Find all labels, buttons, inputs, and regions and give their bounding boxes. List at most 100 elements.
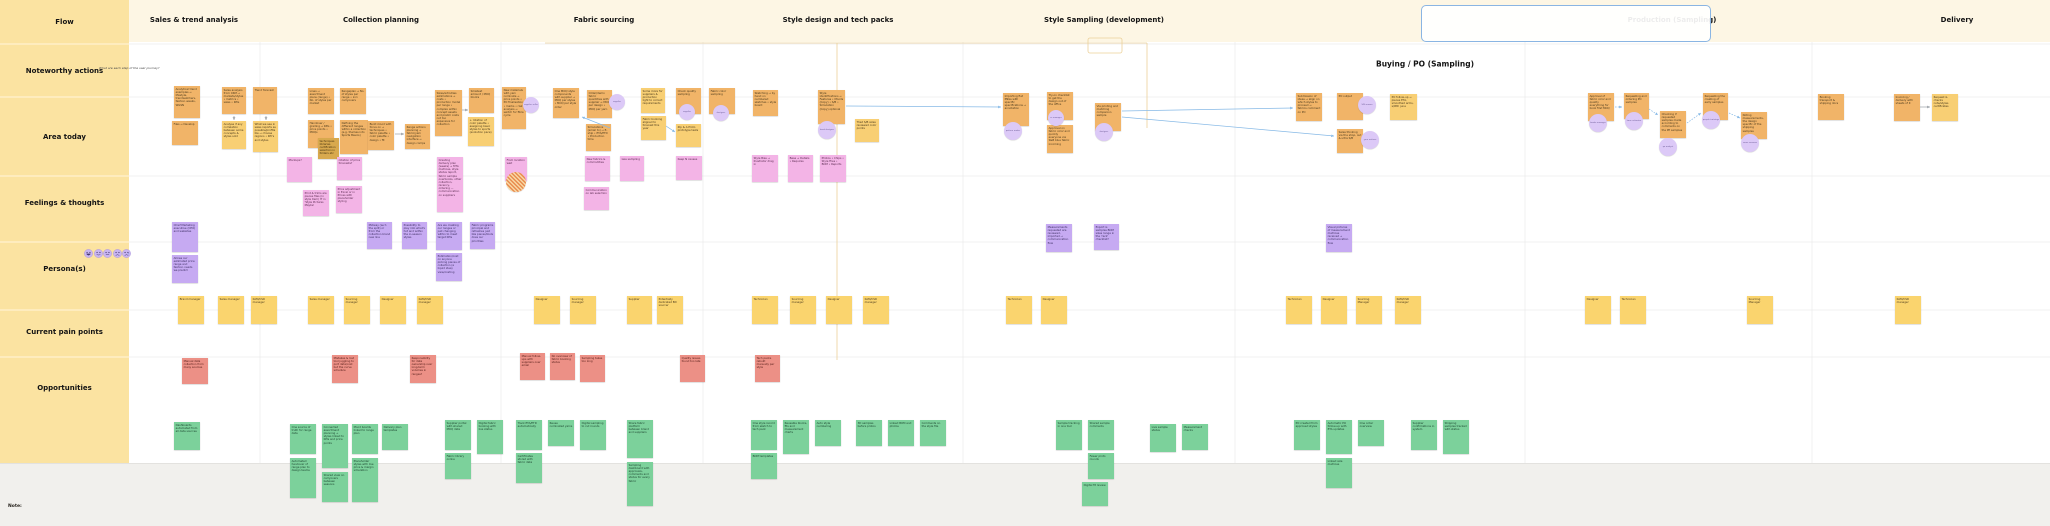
role-circle[interactable]: supplier	[609, 94, 625, 110]
sticky-note[interactable]: One source of truth for range data	[290, 424, 316, 454]
sticky-note[interactable]: Sourcing manager	[790, 296, 816, 324]
sticky-note[interactable]: Share fabric platform between brand and …	[627, 420, 653, 458]
emoji-face-frown[interactable]	[112, 248, 122, 258]
sticky-note[interactable]: KAM/CSR manager	[251, 296, 277, 324]
sticky-note[interactable]: Manual data collection from many sources	[182, 358, 208, 384]
striped-circle[interactable]	[506, 172, 526, 192]
sticky-note[interactable]: Sourcing manager	[344, 296, 370, 324]
emoji-face-cry[interactable]	[122, 248, 132, 258]
emoji-face-smile[interactable]	[93, 248, 103, 258]
sticky-note[interactable]: Quality issues found too late	[680, 355, 705, 382]
sticky-note[interactable]: Creating delivery plan (weeks) → MTA mat…	[437, 157, 463, 212]
sticky-note[interactable]: Certificates stored with fabric data	[516, 453, 542, 483]
emoji-face-laugh[interactable]	[84, 248, 93, 258]
role-circle[interactable]: qa analyst	[1659, 138, 1677, 156]
sticky-note[interactable]: Technician	[1286, 296, 1312, 324]
sticky-note[interactable]: Linked size matrices	[1326, 458, 1352, 488]
sticky-note[interactable]: Technician	[1006, 296, 1032, 324]
sticky-note[interactable]: Placeholder styles with live price & mar…	[352, 458, 378, 502]
sticky-note[interactable]: KAM/CSR manager	[417, 296, 443, 324]
sticky-note[interactable]: Style Bias → Illustrator drag in	[752, 155, 778, 182]
sticky-note[interactable]: Fabric library online	[445, 453, 471, 479]
sticky-note[interactable]: Supplier	[627, 296, 652, 324]
sticky-note[interactable]: Sales analysis from CRM → markets/styles…	[222, 87, 246, 114]
sticky-note[interactable]: Tried S/B sizes reviewed color points	[855, 119, 879, 142]
sticky-note[interactable]: Communication on lab selection	[584, 187, 609, 210]
sticky-note[interactable]: Some more for suppliers & production lig…	[641, 88, 665, 113]
role-circle[interactable]: people trainings	[1702, 111, 1720, 129]
sticky-note[interactable]: Fewer proto rounds	[1088, 453, 1114, 479]
sticky-note[interactable]: techniques libraries certification selec…	[318, 138, 339, 159]
sticky-note[interactable]: Sizes/activities estimations → costs • p…	[435, 90, 462, 136]
sticky-note[interactable]: Digital sampling to cut rounds	[580, 420, 606, 450]
sticky-note[interactable]: Visual pictures of measurement matrices …	[1326, 224, 1352, 252]
sticky-note[interactable]: Designer	[1041, 296, 1067, 324]
sticky-note[interactable]: Supplier confirmations in system	[1411, 420, 1437, 450]
sticky-note[interactable]: Sourcing manager	[570, 296, 596, 324]
role-circle[interactable]: S/B season	[1358, 96, 1376, 114]
role-circle[interactable]: hand designer	[818, 121, 836, 139]
role-circle[interactable]: sr manager	[1048, 110, 1064, 126]
sticky-note[interactable]: Designer	[534, 296, 560, 324]
sticky-note[interactable]: Connected assortment planning → styles l…	[322, 424, 348, 468]
sticky-note[interactable]: Mood boards linked to range plan	[352, 424, 378, 454]
sticky-note[interactable]: Auto style numbering	[815, 420, 841, 446]
sticky-note[interactable]: Submission of ideas → align on which sty…	[1296, 93, 1322, 121]
sticky-note[interactable]: + rotation of color palette • assigning …	[468, 117, 494, 146]
role-circle[interactable]: pattern maker	[1004, 122, 1022, 140]
sticky-note[interactable]: Export is samples BOM sizes range in the…	[1094, 224, 1119, 250]
sticky-note[interactable]: KAM/CSR manager	[1895, 296, 1921, 324]
sticky-note[interactable]: Reuse nominated yarns	[548, 420, 574, 446]
sticky-note[interactable]: Booking transport & shipping docs	[1818, 94, 1844, 120]
sticky-note[interactable]: Are we creating our ranges or just chang…	[436, 222, 462, 250]
sticky-note[interactable]: Style identifications → Features • Moods…	[818, 90, 845, 124]
sticky-note[interactable]: Technician	[1620, 296, 1646, 324]
sticky-note[interactable]: Dashboards automated from all data sourc…	[174, 422, 200, 450]
sticky-note[interactable]: Designer	[826, 296, 852, 324]
sticky-note[interactable]: Base → Details • Requires	[788, 155, 813, 182]
sticky-note[interactable]: Responsibility for data ownership over l…	[410, 355, 436, 383]
sticky-note[interactable]: Photos • Chips • Style Files • BOM • Rep…	[820, 155, 846, 182]
sticky-note[interactable]: Defining the different ranges within a c…	[340, 120, 368, 154]
sticky-note[interactable]: Chief Marketing executive (CEO) and webs…	[172, 222, 198, 252]
sticky-note[interactable]: Via printing and matching companion samp…	[1095, 103, 1121, 131]
sticky-note[interactable]: Designer	[1321, 296, 1347, 324]
sticky-note[interactable]: Sales manager	[218, 296, 244, 324]
sticky-note[interactable]: Shared sample comments	[1088, 420, 1114, 450]
sticky-note[interactable]: One MOQ style components with supplier →…	[553, 88, 579, 118]
role-circle[interactable]: supplier seller	[523, 97, 539, 113]
sticky-note[interactable]: Linked BOM and photos	[888, 420, 914, 446]
sticky-note[interactable]: Sampling takes too long	[580, 355, 605, 382]
selection-frame[interactable]	[1421, 5, 1711, 42]
role-circle[interactable]: kam estimator	[1625, 112, 1643, 130]
sticky-note[interactable]: KAM/CSR manager	[863, 296, 889, 324]
sticky-note[interactable]: Brand manager	[178, 296, 204, 324]
role-circle[interactable]: your notions	[1361, 131, 1379, 149]
sticky-note[interactable]: Price adjustment in Excel or in Prices w…	[336, 186, 362, 213]
sticky-note[interactable]: Mistakes & lost tool juggling to port da…	[332, 355, 358, 383]
sticky-note[interactable]: Measurements requested are reviewed, imp…	[1046, 224, 1072, 252]
sticky-note[interactable]: Supplier portal with shared MOQ data	[445, 420, 471, 450]
sticky-note[interactable]: Midway (w.r.t. the split) or from the co…	[367, 222, 392, 249]
sticky-note[interactable]: Mockups?	[287, 157, 312, 182]
sticky-note[interactable]: Technician	[752, 296, 778, 324]
sticky-note[interactable]: Sketching → by hand on numbered sketches…	[753, 90, 778, 116]
sticky-note[interactable]: Shared view on carryovers between season…	[322, 472, 348, 502]
sticky-note[interactable]: One order overview	[1358, 420, 1384, 446]
sticky-note[interactable]: Delivery plan templates	[382, 424, 408, 450]
sticky-note[interactable]: BOM templates	[751, 453, 777, 479]
sticky-note[interactable]: Approval on fabric color and quickly eve…	[1047, 125, 1073, 153]
sticky-note[interactable]: rotation of price forecasts?	[337, 157, 362, 180]
sticky-note[interactable]: Track ETA/ETD automatically	[516, 420, 542, 450]
sticky-note[interactable]: Rangeplan → No. of styles per range • in…	[340, 88, 366, 114]
sticky-note[interactable]: Lines → assortment plans (range) • No. o…	[308, 88, 334, 114]
sticky-note[interactable]: KAM/CSR manager	[1395, 296, 1421, 324]
sticky-note[interactable]: Files → Develop	[172, 121, 198, 145]
sticky-note[interactable]: New fabrics & commodities	[585, 156, 610, 181]
sticky-note[interactable]: One style record from sketch to tech pac…	[751, 420, 777, 450]
sticky-note[interactable]: Possibility to play into what's hot and …	[402, 222, 427, 249]
sticky-note[interactable]: Fabric booking aligned to forecast this …	[641, 116, 666, 140]
sticky-note[interactable]: Live sample status	[1150, 424, 1176, 452]
sticky-note[interactable]: less sampling	[620, 156, 644, 181]
sticky-note[interactable]: What we see in sales reports as possible…	[253, 121, 278, 152]
